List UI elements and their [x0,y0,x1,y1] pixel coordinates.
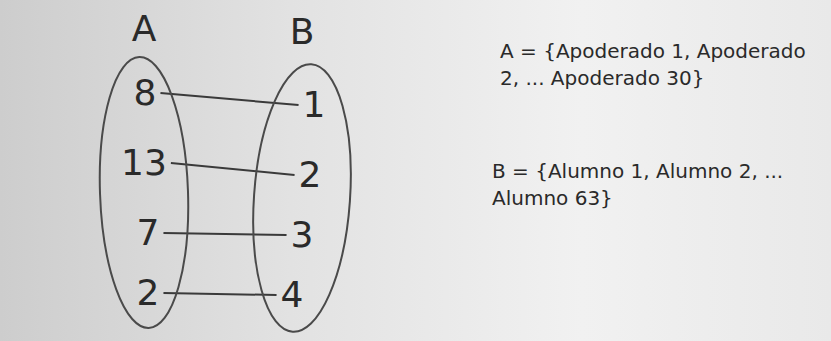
set-element: 2 [133,273,164,313]
set-element: 2 [295,155,326,195]
element-number: 2 [137,275,160,311]
element-number: 3 [291,217,314,253]
mapping-line [171,163,295,175]
set-element: 8 [130,73,161,113]
set-element: 7 [133,213,164,253]
mapping-line [163,293,276,295]
set-definition: B = {Alumno 1, Alumno 2, ... Alumno 63} [492,158,812,212]
set-element: 4 [277,275,308,315]
set-name: A [98,11,190,47]
element-number: 1 [303,87,326,123]
set-ellipse: B1234 [252,62,352,334]
element-number: 8 [134,75,157,111]
set-element: 3 [287,215,318,255]
element-number: 2 [299,157,322,193]
set-name: B [252,14,352,50]
set-element: 13 [117,143,171,183]
set-definition: A = {Apoderado 1, Apoderado 2, ... Apode… [500,38,820,92]
element-number: 7 [137,215,160,251]
set-element: 1 [299,85,330,125]
mapping-line [163,233,286,235]
set-ellipse: A81372 [98,55,190,330]
element-number: 4 [281,277,304,313]
element-number: 13 [121,145,167,181]
